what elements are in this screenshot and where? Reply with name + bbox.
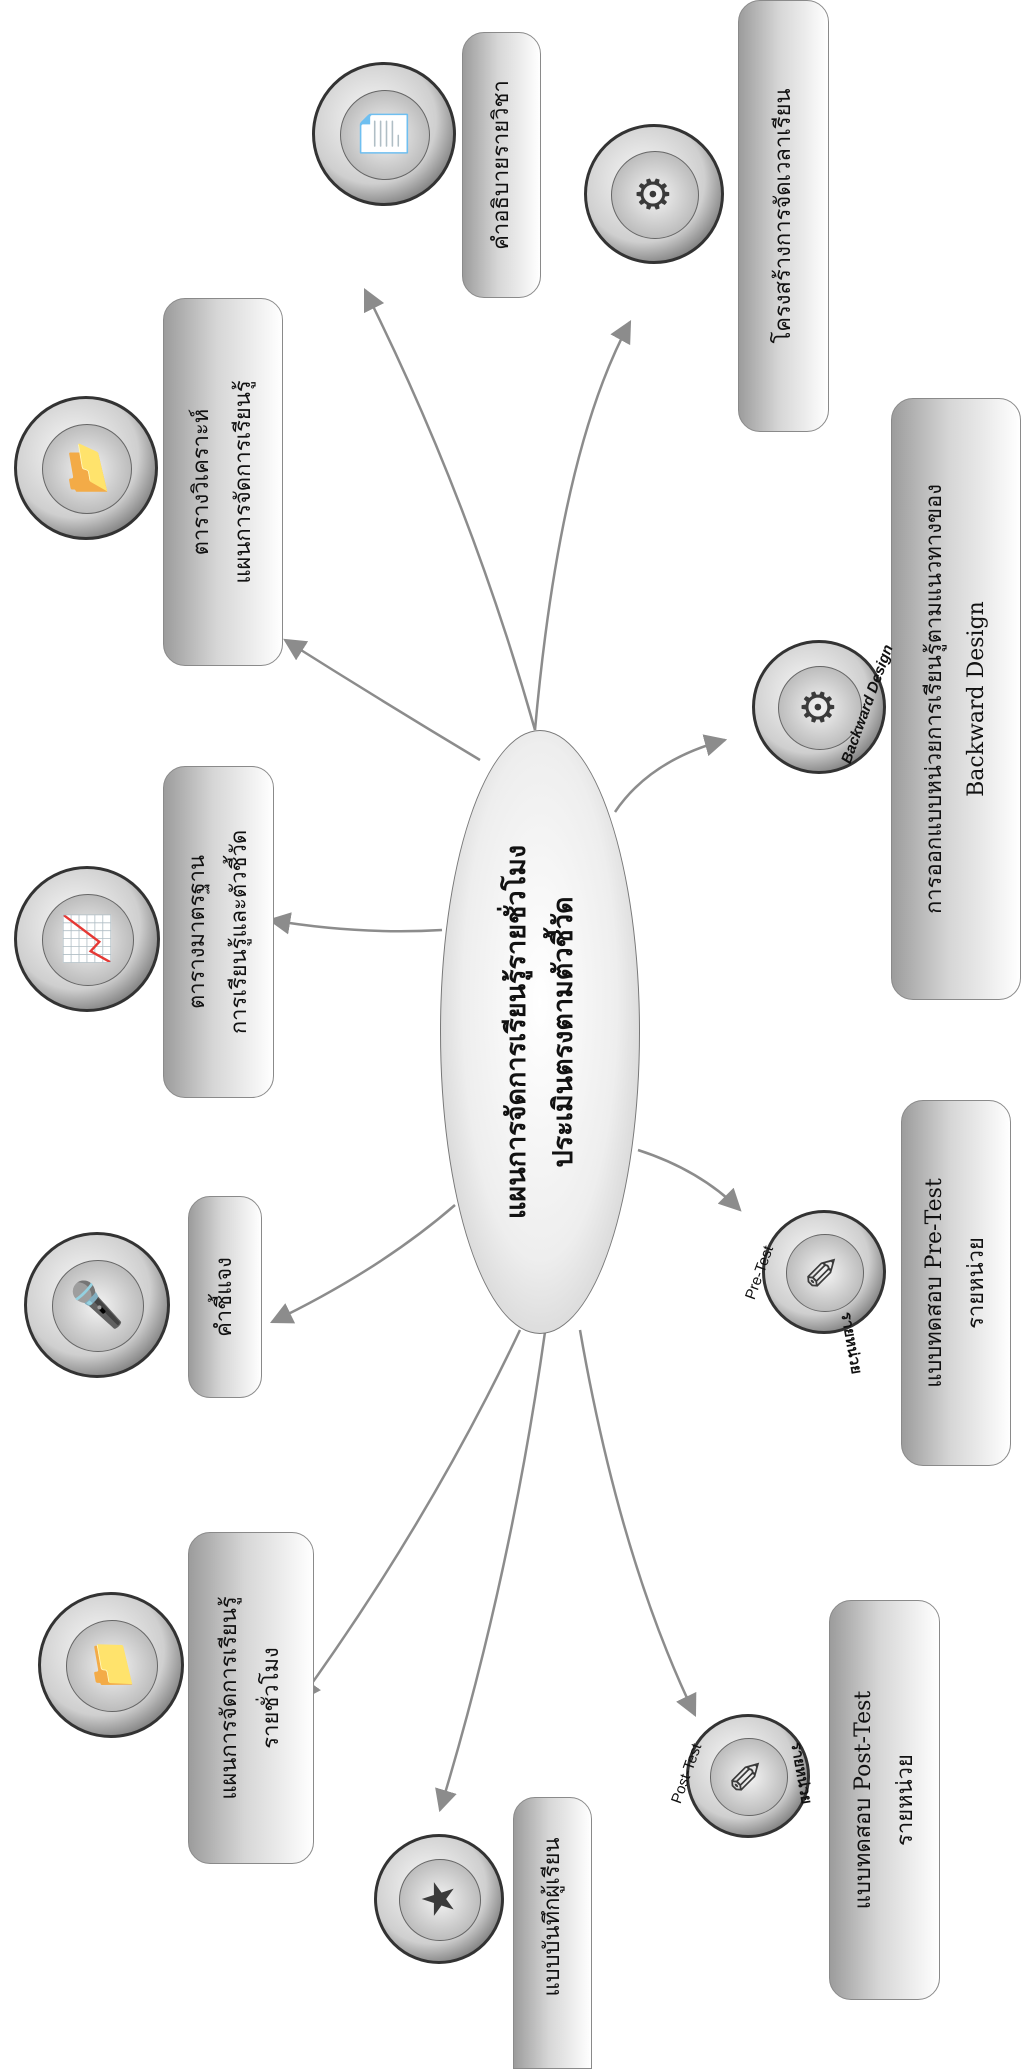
arrow-to-student-record xyxy=(435,1331,547,1813)
arrow-to-standards-table xyxy=(267,912,443,935)
papers-folder-icon: 📁 xyxy=(86,1637,137,1693)
arrow-to-learning-structure xyxy=(533,320,632,731)
paper-microphone-icon: 🎤 xyxy=(72,1277,123,1333)
student-record-icon: ★ xyxy=(374,1834,504,1964)
node-backward-design: การออกแบบหน่วยการเรียนรู้ตามแนวทางของ Ba… xyxy=(891,398,1021,1000)
node-analysis-table-line1: ตารางวิเคราะห์ xyxy=(189,408,215,556)
node-posttest-line2: รายหน่วย xyxy=(892,1754,918,1846)
arrow-to-hourly-plan xyxy=(298,1329,522,1702)
node-learning-structure-label: โครงสร้างการจัดเวลาเรียน xyxy=(770,88,796,344)
arrow-to-posttest xyxy=(578,1329,697,1718)
node-posttest-line1: แบบทดสอบ Post-Test xyxy=(850,1690,876,1910)
node-course-description-label: คำอธิบายรายวิชา xyxy=(488,80,514,250)
node-backward-design-line2: Backward Design xyxy=(964,601,989,797)
node-standards-table: ตารางมาตรฐาน การเรียนรู้และตัวชี้วัด xyxy=(163,766,274,1098)
arrow-to-instructions xyxy=(269,1204,456,1324)
node-analysis-table-line2: แผนการจัดการเรียนรู้ xyxy=(231,380,256,584)
node-standards-table-line1: ตารางมาตรฐาน xyxy=(184,854,210,1010)
gears-cluster-icon: ⚙ xyxy=(793,687,845,727)
course-description-icon: 📄 xyxy=(312,62,456,206)
arrow-to-course-description xyxy=(363,287,537,731)
test-grid-icon: ✎ xyxy=(798,1253,850,1291)
network-person-icon: ★ xyxy=(413,1879,465,1919)
node-pretest: แบบทดสอบ Pre-Test รายหน่วย xyxy=(901,1100,1011,1466)
node-pretest-line1: แบบทดสอบ Pre-Test xyxy=(922,1178,948,1388)
node-student-record: แบบบันทึกผู้เรียน xyxy=(513,1797,592,2069)
posttest-icon: ✎ xyxy=(686,1714,810,1838)
arrow-to-analysis-table xyxy=(283,638,481,762)
node-course-description: คำอธิบายรายวิชา xyxy=(462,32,541,298)
arrow-to-pretest xyxy=(637,1148,742,1212)
arrow-to-backward-design xyxy=(613,734,728,813)
learning-structure-icon: ⚙ xyxy=(584,124,724,264)
node-hourly-plan-line1: แผนการจัดการเรียนรู้ xyxy=(217,1596,243,1800)
folder-chart-icon: 📂 xyxy=(61,440,112,496)
instructions-icon: 🎤 xyxy=(24,1232,170,1378)
gears-icon: ⚙ xyxy=(628,174,680,214)
node-hourly-plan-line2: รายชั่วโมง xyxy=(259,1647,284,1749)
chart-board-icon: 📈 xyxy=(62,911,113,967)
analysis-table-icon: 📂 xyxy=(14,396,158,540)
node-instructions: คำชี้แจง xyxy=(188,1196,262,1398)
node-hourly-plan: แผนการจัดการเรียนรู้ รายชั่วโมง xyxy=(188,1532,314,1864)
standards-table-icon: 📈 xyxy=(14,866,160,1012)
central-topic-line1: แผนการจัดการเรียนรู้รายชั่วโมง xyxy=(500,844,532,1220)
node-pretest-line2: รายหน่วย xyxy=(964,1237,989,1329)
central-topic-line2: ประเมินตรงตามตัวชี้วัด xyxy=(548,896,579,1168)
central-topic-ellipse: แผนการจัดการเรียนรู้รายชั่วโมง ประเมินตร… xyxy=(440,730,640,1334)
hourly-plan-icon: 📁 xyxy=(38,1592,184,1738)
node-analysis-table: ตารางวิเคราะห์ แผนการจัดการเรียนรู้ xyxy=(163,298,283,666)
pretest-icon: ✎ xyxy=(762,1210,886,1334)
node-learning-structure: โครงสร้างการจัดเวลาเรียน xyxy=(738,0,829,432)
node-student-record-label: แบบบันทึกผู้เรียน xyxy=(539,1837,565,1997)
node-instructions-label: คำชี้แจง xyxy=(212,1257,238,1337)
node-standards-table-line2: การเรียนรู้และตัวชี้วัด xyxy=(226,829,252,1035)
node-backward-design-line1: การออกแบบหน่วยการเรียนรู้ตามแนวทางของ xyxy=(922,483,948,915)
backward-design-icon: ⚙ xyxy=(752,640,886,774)
document-icon: 📄 xyxy=(359,106,410,162)
node-posttest: แบบทดสอบ Post-Test รายหน่วย xyxy=(829,1600,940,2000)
test-grid-icon: ✎ xyxy=(722,1757,774,1795)
